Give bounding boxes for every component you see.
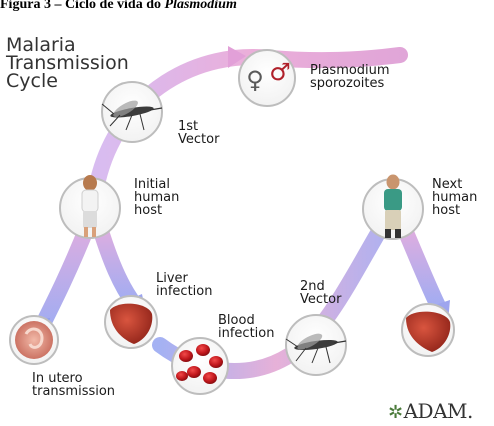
label-line: Vector: [300, 293, 341, 306]
female-symbol: ♀: [246, 66, 264, 94]
label-blood: Blood infection: [218, 314, 274, 340]
label-line: infection: [156, 285, 212, 298]
second-vector-circle: [286, 315, 346, 375]
adam-logo-text: ADAM.: [404, 399, 473, 423]
diagram-title: Malaria Transmission Cycle: [6, 36, 129, 90]
label-sporozoites: Plasmodium sporozoites: [310, 64, 390, 90]
label-line: host: [134, 204, 179, 217]
arc-left-down: [40, 225, 88, 330]
label-initial-host: Initial human host: [134, 178, 179, 217]
label-line: transmission: [32, 385, 115, 398]
label-in-utero: In utero transmission: [32, 372, 115, 398]
male-symbol: ♂: [269, 58, 291, 86]
arc-to-liver: [100, 228, 135, 305]
sporozoites-circle: ♀ ♂: [239, 50, 295, 106]
label-line: host: [432, 204, 477, 217]
woman-figure-icon: [82, 175, 98, 237]
next-host-circle: [363, 175, 423, 240]
adam-logo: ✲ADAM.: [388, 399, 473, 423]
label-liver: Liver infection: [156, 272, 212, 298]
label-next-host: Next human host: [432, 178, 477, 217]
label-second-vector: 2nd Vector: [300, 280, 341, 306]
title-line-3: Cycle: [6, 72, 129, 90]
liver-circle: [105, 296, 157, 348]
arc-right-down: [405, 230, 440, 310]
label-line: sporozoites: [310, 77, 390, 90]
initial-host-circle: [60, 175, 120, 238]
fetus-icon: [15, 321, 53, 359]
label-first-vector: 1st Vector: [178, 120, 219, 146]
adam-logo-mark-icon: ✲: [388, 402, 403, 423]
label-line: Vector: [178, 133, 219, 146]
in-utero-circle: [10, 316, 58, 364]
next-liver-circle: [402, 304, 454, 356]
blood-circle: [172, 338, 228, 394]
label-line: infection: [218, 327, 274, 340]
first-vector-circle: [102, 82, 162, 142]
